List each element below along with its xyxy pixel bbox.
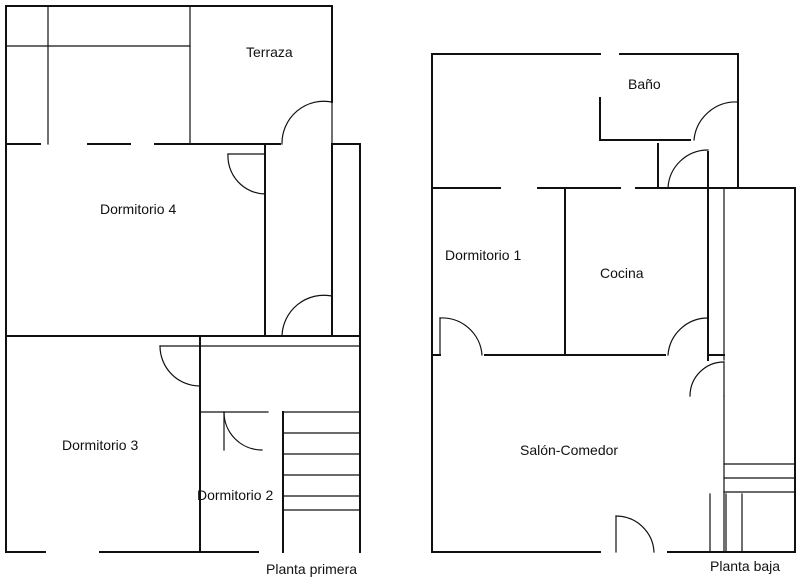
room-label-dormitorio-1: Dormitorio 1 — [445, 247, 521, 263]
upper-floor-plan — [5, 5, 361, 553]
room-label-dormitorio-2: Dormitorio 2 — [197, 487, 273, 503]
room-label-terraza: Terraza — [246, 44, 293, 60]
room-label-dormitorio-4: Dormitorio 4 — [100, 201, 176, 217]
room-label-bano: Baño — [628, 76, 661, 92]
lower-floor-plan — [431, 53, 796, 553]
room-label-dormitorio-3: Dormitorio 3 — [62, 437, 138, 453]
caption-planta-baja: Planta baja — [710, 558, 780, 574]
room-label-cocina: Cocina — [600, 265, 644, 281]
room-label-salon-comedor: Salón-Comedor — [520, 442, 618, 458]
caption-planta-primera: Planta primera — [266, 561, 357, 577]
